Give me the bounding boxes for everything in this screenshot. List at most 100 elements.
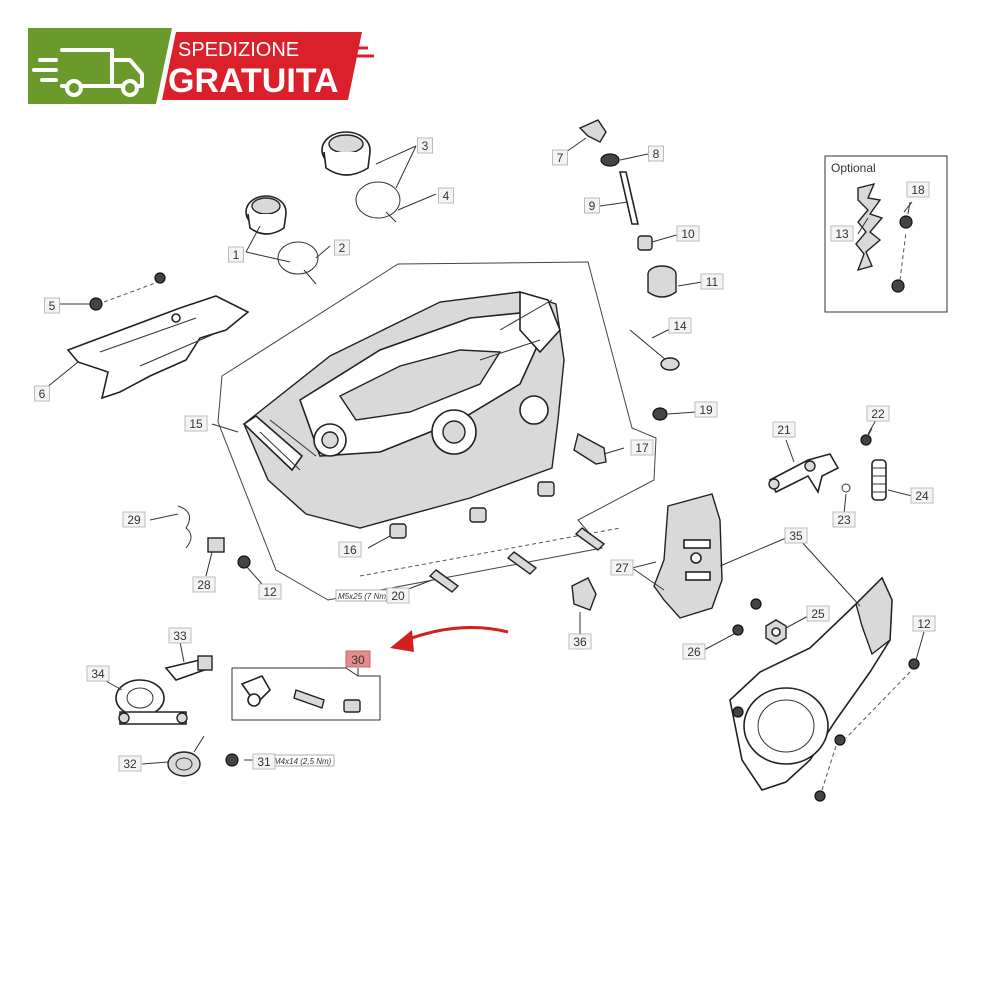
nut-part	[765, 619, 787, 645]
part-label: 15	[184, 415, 208, 432]
part-number: 2	[339, 241, 346, 255]
part-label: 32	[118, 755, 142, 772]
part-label: 34	[86, 665, 110, 682]
cap-part	[245, 195, 287, 235]
part-label: 11	[700, 273, 724, 290]
group-30-box	[231, 667, 381, 721]
sleeve-part	[343, 699, 361, 713]
bushing-part	[573, 432, 607, 465]
part-label-box	[700, 273, 724, 290]
part-number: 23	[837, 513, 851, 527]
part-label-box	[228, 246, 244, 263]
part-label: 3	[417, 137, 433, 154]
part-label: 21	[772, 421, 796, 438]
part-number: 36	[573, 635, 587, 649]
part-label: 33	[168, 627, 192, 644]
part-number: 5	[49, 299, 56, 313]
part-label-box	[44, 297, 60, 314]
part-number: 9	[589, 199, 596, 213]
part-label: 13	[830, 225, 854, 242]
part-label-box	[334, 239, 350, 256]
screw-part	[845, 658, 920, 739]
part-label: 4	[438, 187, 454, 204]
part-label: 29	[122, 511, 146, 528]
leader-lines	[45, 137, 925, 765]
elbow-fitting-part	[578, 119, 607, 143]
filter-cap-part	[637, 235, 653, 251]
part-number: 8	[653, 147, 660, 161]
part-number: 4	[443, 189, 450, 203]
part-label: 5	[44, 297, 60, 314]
part-label-box	[338, 541, 362, 558]
part-label: 9	[584, 197, 600, 214]
part-label-box	[258, 583, 282, 600]
part-number: 11	[706, 275, 719, 289]
hand-guard-part	[653, 493, 723, 619]
part-label: 20	[386, 587, 410, 604]
part-number: 31	[257, 755, 271, 769]
banner-line1: SPEDIZIONE	[178, 39, 299, 61]
part-label: 12	[912, 615, 936, 632]
sprocket-cover-part	[729, 576, 893, 791]
part-label-box	[832, 511, 856, 528]
part-label-box	[648, 145, 664, 162]
spring-gear-part	[167, 735, 205, 777]
part-label: 28	[192, 576, 216, 593]
screw-part	[89, 272, 166, 311]
bolt-part	[574, 527, 606, 551]
part-label-box	[668, 317, 692, 334]
part-number: 17	[635, 441, 649, 455]
free-shipping-banner: SPEDIZIONE GRATUITA	[28, 28, 374, 104]
part-label: 23	[832, 511, 856, 528]
crankcase-part	[242, 290, 565, 529]
part-label-box	[122, 511, 146, 528]
banner-line2: GRATUITA	[168, 62, 339, 100]
cover-plate-part	[66, 295, 250, 400]
part-label-box	[184, 415, 208, 432]
torque-label-m4: M4x14 (2,5 Nm)	[274, 757, 332, 766]
part-number: 16	[343, 543, 357, 557]
bolt-part	[359, 527, 621, 593]
part-number: 30	[351, 653, 365, 667]
part-number: 32	[123, 757, 137, 771]
part-number: 24	[915, 489, 929, 503]
fuel-filter-part	[647, 265, 677, 298]
part-number: 3	[422, 139, 429, 153]
part-label-box	[610, 559, 634, 576]
bolt-part	[506, 551, 538, 575]
part-label: 7	[552, 149, 568, 166]
part-number: 29	[127, 513, 141, 527]
bracket-part	[571, 577, 597, 611]
part-label-box	[34, 385, 50, 402]
cap-part	[321, 131, 371, 176]
grommet-part	[600, 153, 620, 167]
callout-arrow	[390, 626, 509, 652]
part-label-box	[86, 665, 110, 682]
part-label: 17	[630, 439, 654, 456]
part-label-box	[830, 225, 854, 242]
part-label-box	[682, 643, 706, 660]
part-label-box	[438, 187, 454, 204]
screw-part	[860, 427, 873, 446]
part-label-box	[784, 527, 808, 544]
part-number: 33	[173, 629, 187, 643]
part-label: 22	[866, 405, 890, 422]
part-number: 20	[391, 589, 405, 603]
bracket-part	[207, 537, 225, 553]
worm-gear-part	[240, 674, 271, 707]
screw-part	[891, 231, 907, 293]
screw-part	[899, 201, 913, 229]
screw-part	[834, 734, 846, 746]
pin-part	[629, 329, 680, 371]
screw-part	[814, 745, 837, 802]
part-number: 12	[917, 617, 931, 631]
part-label: 8	[648, 145, 664, 162]
part-label-box	[630, 439, 654, 456]
part-number: 15	[189, 417, 203, 431]
part-label: 16	[338, 541, 362, 558]
part-label-box	[584, 197, 600, 214]
part-number: 25	[811, 607, 825, 621]
part-label: 18	[906, 181, 930, 198]
part-label-box	[118, 755, 142, 772]
